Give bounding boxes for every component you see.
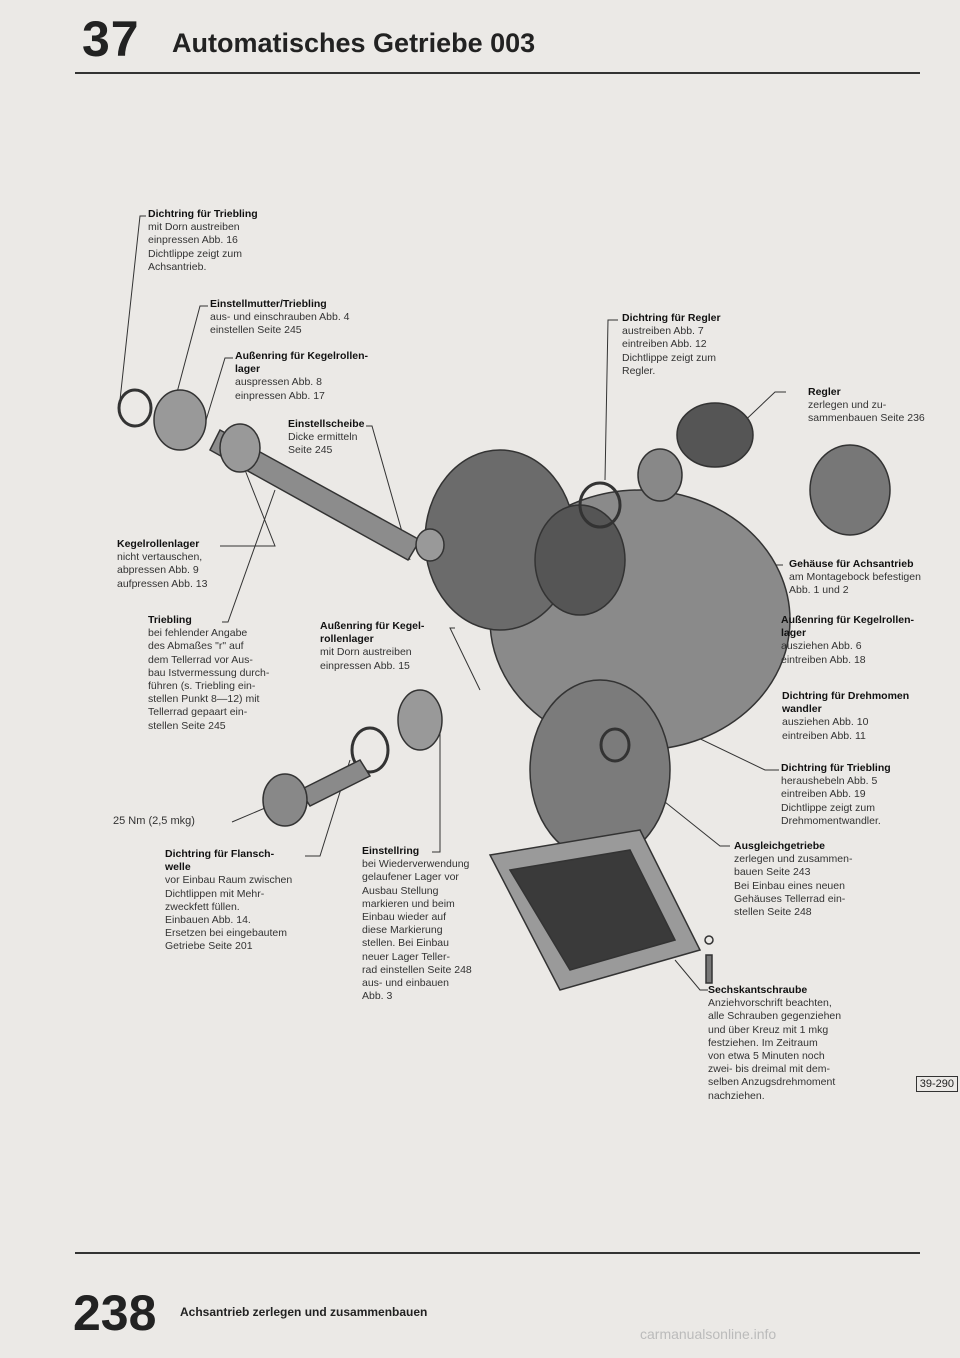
label-dichtring-drehmoment: Dichtring für Drehmomen wandler ausziehe… <box>782 690 910 742</box>
label-sechskantschraube: Sechskantschraube Anziehvorschrift beach… <box>708 984 842 1102</box>
page-number: 238 <box>73 1285 157 1341</box>
footer-rule <box>75 1252 920 1254</box>
label-aussenring-mid: Außenring für Kegel- rollenlager mit Dor… <box>320 620 425 672</box>
label-einstellscheibe: Einstellscheibe Dicke ermitteln Seite 24… <box>288 418 365 457</box>
watermark: carmanualsonline.info <box>640 1326 777 1342</box>
label-kegelrollenlager: Kegelrollenlager nicht vertauschen, abpr… <box>117 538 208 590</box>
label-dichtring-triebling-top: Dichtring für Triebling mit Dorn austrei… <box>148 208 258 273</box>
label-einstellring: Einstellring bei Wiederverwendung gelauf… <box>362 845 472 1003</box>
page-title: Achsantrieb zerlegen und zusammenbauen <box>180 1305 428 1319</box>
label-dichtring-flansch: Dichtring für Flansch- welle vor Einbau … <box>165 848 293 953</box>
chapter-title: Automatisches Getriebe 003 <box>172 28 536 58</box>
label-gehaeuse: Gehäuse für Achsantrieb am Montagebock b… <box>789 558 921 597</box>
oil-pan <box>488 829 702 991</box>
hex-bolt <box>704 935 714 984</box>
label-triebling: Triebling bei fehlender Angabe des Abmaß… <box>148 614 270 732</box>
label-dichtring-triebling-right: Dichtring für Triebling heraushebeln Abb… <box>781 762 891 827</box>
figure-number: 39-290 <box>915 1076 958 1092</box>
chapter-number: 37 <box>82 11 140 67</box>
label-torque: 25 Nm (2,5 mkg) <box>113 815 195 827</box>
label-ausgleichgetriebe: Ausgleichgetriebe zerlegen und zusammen-… <box>734 840 853 919</box>
pinion-shaft <box>117 388 445 562</box>
label-einstellmutter: Einstellmutter/Triebling aus- und einsch… <box>210 298 350 337</box>
transmission-housing <box>424 449 791 751</box>
label-dichtring-regler: Dichtring für Regler austreiben Abb. 7 e… <box>622 312 721 377</box>
leader-lines <box>119 215 786 991</box>
flange-shaft <box>262 689 443 827</box>
label-regler: Regler zerlegen und zu- sammenbauen Seit… <box>808 386 925 425</box>
differential <box>529 679 671 861</box>
label-aussenring-right: Außenring für Kegelrollen- lager auszieh… <box>781 614 915 666</box>
governor-assembly <box>578 402 891 536</box>
label-aussenring-left: Außenring für Kegelrollen- lager auspres… <box>235 350 369 402</box>
header-rule <box>75 72 920 74</box>
